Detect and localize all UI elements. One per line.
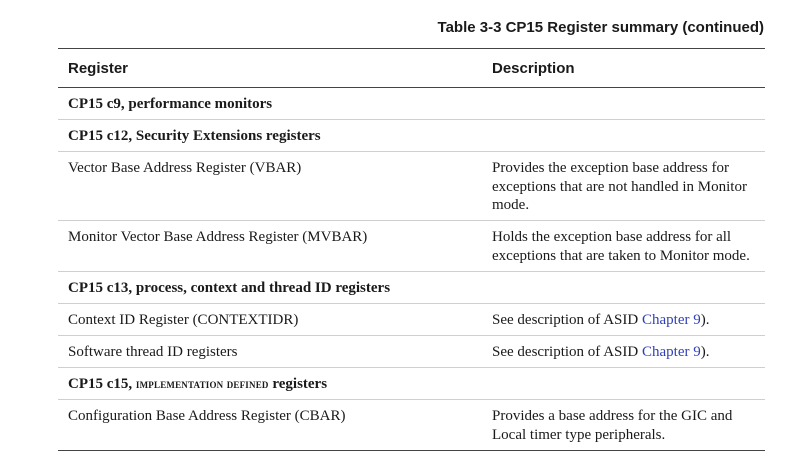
table-row: CP15 c12, Security Extensions registers <box>58 120 765 152</box>
chapter-link[interactable]: Chapter 9 <box>641 312 701 328</box>
table-row: Configuration Base Address Register (CBA… <box>58 400 765 451</box>
description-text: ). <box>700 344 710 360</box>
register-description: Provides the exception base address for … <box>492 160 747 214</box>
column-header-register: Register <box>68 60 129 77</box>
section-title: CP15 c9, performance monitors <box>68 96 273 112</box>
table-row: Vector Base Address Register (VBAR) Prov… <box>58 152 765 221</box>
register-description: Provides a base address for the GIC and … <box>492 408 733 443</box>
table-row: CP15 c9, performance monitors <box>58 88 765 120</box>
section-title: CP15 c12, Security Extensions registers <box>68 128 321 144</box>
register-name: Context ID Register (CONTEXTIDR) <box>68 312 299 328</box>
table-row: CP15 c15, implementation defined registe… <box>58 368 765 400</box>
section-title-prefix: CP15 c15, <box>68 376 136 392</box>
register-name: Configuration Base Address Register (CBA… <box>68 408 346 424</box>
chapter-link[interactable]: Chapter 9 <box>641 344 701 360</box>
description-text: See description of ASID <box>492 312 642 328</box>
register-name: Monitor Vector Base Address Register (MV… <box>68 229 368 245</box>
table-caption: Table 3-3 CP15 Register summary (continu… <box>437 19 764 36</box>
table-header-row: Register Description <box>58 49 765 88</box>
implementation-defined-label: implementation defined <box>135 377 269 391</box>
column-header-description: Description <box>492 60 575 77</box>
table-row: Software thread ID registers See descrip… <box>58 336 765 368</box>
register-name: Vector Base Address Register (VBAR) <box>68 160 302 176</box>
section-title: CP15 c13, process, context and thread ID… <box>68 280 391 296</box>
register-description: See description of ASID Chapter 9). <box>492 311 762 330</box>
register-summary-table: Register Description CP15 c9, performanc… <box>58 48 765 451</box>
section-title-suffix: registers <box>268 376 328 392</box>
table-row: CP15 c13, process, context and thread ID… <box>58 272 765 304</box>
table-row: Context ID Register (CONTEXTIDR) See des… <box>58 304 765 336</box>
register-description: See description of ASID Chapter 9). <box>492 343 762 362</box>
description-text: ). <box>700 312 710 328</box>
register-name: Software thread ID registers <box>68 344 238 360</box>
description-text: See description of ASID <box>492 344 642 360</box>
register-description: Holds the exception base address for all… <box>492 229 750 264</box>
section-title: CP15 c15, implementation defined registe… <box>68 375 468 394</box>
table-row: Monitor Vector Base Address Register (MV… <box>58 221 765 272</box>
